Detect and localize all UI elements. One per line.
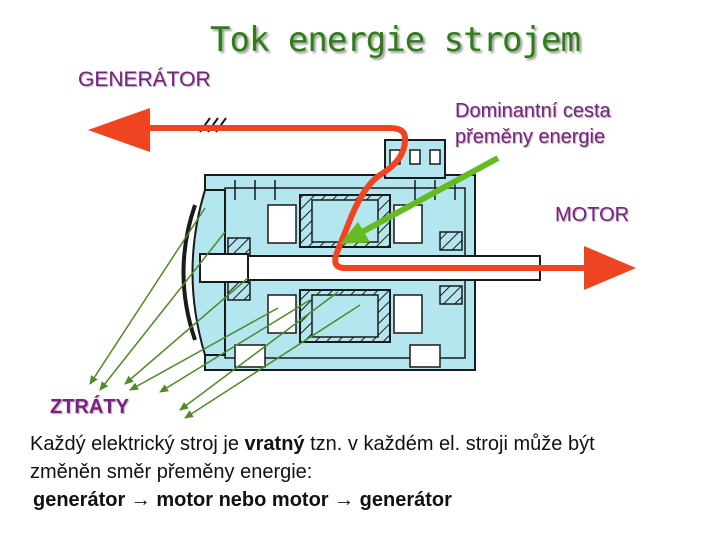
mounting-foot xyxy=(234,344,266,368)
machine-cross-section xyxy=(170,117,541,371)
loss-arrow xyxy=(184,304,361,419)
reversibility-explanation: Každý elektrický stroj je vratný tzn. v … xyxy=(30,430,710,514)
loss-arrow xyxy=(129,307,279,391)
explanation-text: tzn. v každém el. stroji může být xyxy=(304,433,595,455)
loss-arrow xyxy=(179,291,339,411)
generator-label: GENERÁTOR xyxy=(78,68,211,91)
loss-arrow xyxy=(124,277,249,385)
page-title: Tok energie strojem xyxy=(210,20,581,60)
motor-label: MOTOR xyxy=(555,204,630,226)
energy-arrowhead-right xyxy=(584,246,636,290)
energy-flow-arrow xyxy=(88,108,636,290)
energy-arrowhead-left xyxy=(88,108,150,152)
dominant-path-pointer xyxy=(340,155,500,244)
explanation-emphasis: vratný xyxy=(244,433,305,455)
dominant-path-label-line1: Dominantní cesta xyxy=(455,100,611,122)
explanation-line-1: Každý elektrický stroj je vratný tzn. v … xyxy=(30,430,710,458)
loss-arrow xyxy=(99,231,226,391)
loss-arrow xyxy=(159,299,311,393)
bearings xyxy=(227,231,463,305)
explanation-text: Každý elektrický stroj je xyxy=(30,433,245,455)
loss-arrow xyxy=(89,207,206,385)
terminal-box xyxy=(384,139,446,179)
dominant-path-label: Dominantní cesta přeměny energie xyxy=(455,98,611,150)
loss-arrows xyxy=(89,207,361,419)
conversion-directions: generátor → motor nebo motor → generátor xyxy=(33,489,452,511)
losses-label: ZTRÁTY xyxy=(50,396,129,418)
dominant-path-label-line2: přeměny energie xyxy=(455,126,606,148)
explanation-line-3: generátor → motor nebo motor → generátor xyxy=(30,486,710,514)
explanation-line-2: změněn směr přeměny energie: xyxy=(30,461,313,483)
